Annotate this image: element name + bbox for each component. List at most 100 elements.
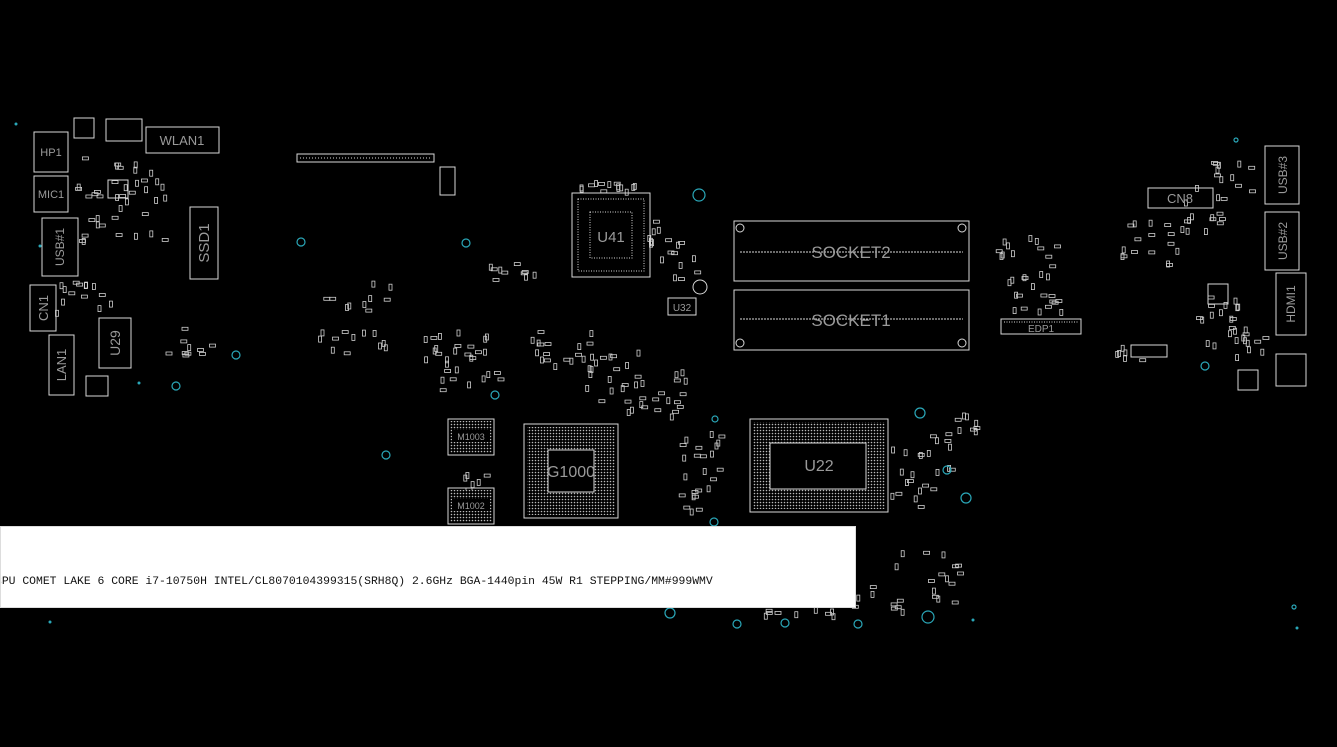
u41-chip[interactable]: U41	[571, 192, 651, 278]
passive-component[interactable]	[1059, 308, 1064, 316]
passive-component[interactable]	[674, 400, 681, 405]
passive-component[interactable]	[1236, 303, 1241, 311]
passive-component[interactable]	[1235, 304, 1240, 312]
passive-component[interactable]	[532, 271, 537, 279]
passive-component[interactable]	[952, 564, 959, 569]
passive-component[interactable]	[656, 226, 661, 234]
passive-component[interactable]	[109, 300, 113, 308]
passive-component[interactable]	[544, 358, 551, 363]
passive-component[interactable]	[424, 356, 429, 364]
passive-component[interactable]	[96, 194, 104, 199]
hdmi1-port[interactable]: HDMI1	[1275, 272, 1307, 336]
passive-component[interactable]	[182, 353, 190, 358]
usb2-port[interactable]: USB#2	[1264, 211, 1300, 271]
passive-component[interactable]	[98, 293, 106, 297]
passive-component[interactable]	[1123, 349, 1128, 357]
passive-component[interactable]	[674, 371, 679, 379]
passive-component[interactable]	[694, 270, 702, 275]
passive-component[interactable]	[935, 437, 939, 445]
passive-component[interactable]	[932, 587, 936, 595]
passive-component[interactable]	[88, 218, 96, 223]
passive-component[interactable]	[613, 367, 621, 372]
passive-component[interactable]	[1233, 297, 1238, 305]
passive-component[interactable]	[1148, 250, 1156, 255]
passive-component[interactable]	[1034, 237, 1039, 245]
passive-component[interactable]	[695, 445, 703, 450]
passive-component[interactable]	[351, 333, 356, 341]
passive-component[interactable]	[1121, 246, 1126, 254]
u32-chip[interactable]: U32	[667, 297, 697, 316]
passive-component[interactable]	[1196, 316, 1203, 321]
passive-component[interactable]	[1046, 273, 1050, 281]
passive-component[interactable]	[497, 377, 505, 382]
passive-component[interactable]	[945, 575, 949, 583]
passive-component[interactable]	[521, 270, 529, 274]
cn1-connector[interactable]: CN1	[29, 284, 57, 332]
passive-component[interactable]	[68, 291, 76, 296]
passive-component[interactable]	[710, 450, 714, 458]
u22-cpu[interactable]: U22	[749, 418, 889, 513]
passive-component[interactable]	[98, 223, 106, 228]
right-ic[interactable]	[1207, 283, 1229, 305]
passive-component[interactable]	[938, 572, 946, 577]
passive-component[interactable]	[111, 215, 119, 220]
passive-component[interactable]	[695, 507, 703, 512]
passive-component[interactable]	[1241, 334, 1246, 342]
passive-component[interactable]	[774, 611, 782, 615]
usb3-port[interactable]: USB#3	[1264, 145, 1300, 205]
passive-component[interactable]	[673, 378, 681, 383]
right-fuse[interactable]	[1130, 344, 1168, 358]
passive-component[interactable]	[1229, 315, 1234, 323]
passive-component[interactable]	[962, 412, 966, 420]
passive-component[interactable]	[1247, 346, 1251, 354]
passive-component[interactable]	[345, 304, 349, 311]
passive-component[interactable]	[434, 345, 439, 352]
passive-component[interactable]	[1230, 174, 1235, 182]
passive-component[interactable]	[454, 343, 462, 348]
passive-component[interactable]	[594, 359, 598, 367]
passive-component[interactable]	[1117, 349, 1121, 357]
passive-component[interactable]	[371, 280, 376, 288]
passive-component[interactable]	[907, 479, 914, 484]
passive-component[interactable]	[600, 355, 607, 360]
u32-crystal[interactable]	[692, 279, 708, 295]
passive-component[interactable]	[634, 374, 642, 379]
passive-component[interactable]	[1148, 219, 1153, 227]
passive-component[interactable]	[641, 405, 649, 410]
passive-component[interactable]	[895, 491, 903, 496]
passive-component[interactable]	[1262, 336, 1270, 340]
passive-component[interactable]	[116, 165, 124, 170]
passive-component[interactable]	[1031, 283, 1035, 291]
passive-component[interactable]	[524, 273, 528, 281]
ssd1-connector[interactable]: SSD1	[189, 206, 219, 280]
passive-component[interactable]	[932, 594, 939, 599]
passive-component[interactable]	[330, 346, 335, 354]
passive-component[interactable]	[666, 397, 671, 405]
passive-component[interactable]	[1205, 340, 1210, 348]
passive-component[interactable]	[1204, 228, 1208, 236]
passive-component[interactable]	[381, 339, 386, 347]
passive-component[interactable]	[650, 239, 654, 247]
passive-component[interactable]	[1037, 308, 1042, 316]
passive-component[interactable]	[1245, 339, 1250, 347]
passive-component[interactable]	[133, 161, 138, 169]
passive-component[interactable]	[702, 468, 707, 475]
passive-component[interactable]	[636, 349, 641, 357]
passive-component[interactable]	[891, 446, 895, 454]
passive-component[interactable]	[569, 357, 574, 365]
passive-component[interactable]	[81, 294, 88, 299]
passive-component[interactable]	[765, 608, 773, 613]
passive-component[interactable]	[630, 406, 634, 414]
passive-component[interactable]	[1164, 223, 1172, 228]
passive-component[interactable]	[640, 380, 645, 387]
passive-component[interactable]	[825, 611, 832, 616]
passive-component[interactable]	[1123, 354, 1127, 362]
edp1-connector[interactable]: EDP1	[1000, 318, 1082, 335]
passive-component[interactable]	[372, 329, 377, 337]
passive-component[interactable]	[1037, 246, 1045, 251]
hp1-jack[interactable]: HP1	[33, 131, 69, 173]
mic1-jack[interactable]: MIC1	[33, 175, 69, 213]
lan1-connector[interactable]: LAN1	[48, 334, 75, 396]
passive-component[interactable]	[493, 371, 501, 375]
